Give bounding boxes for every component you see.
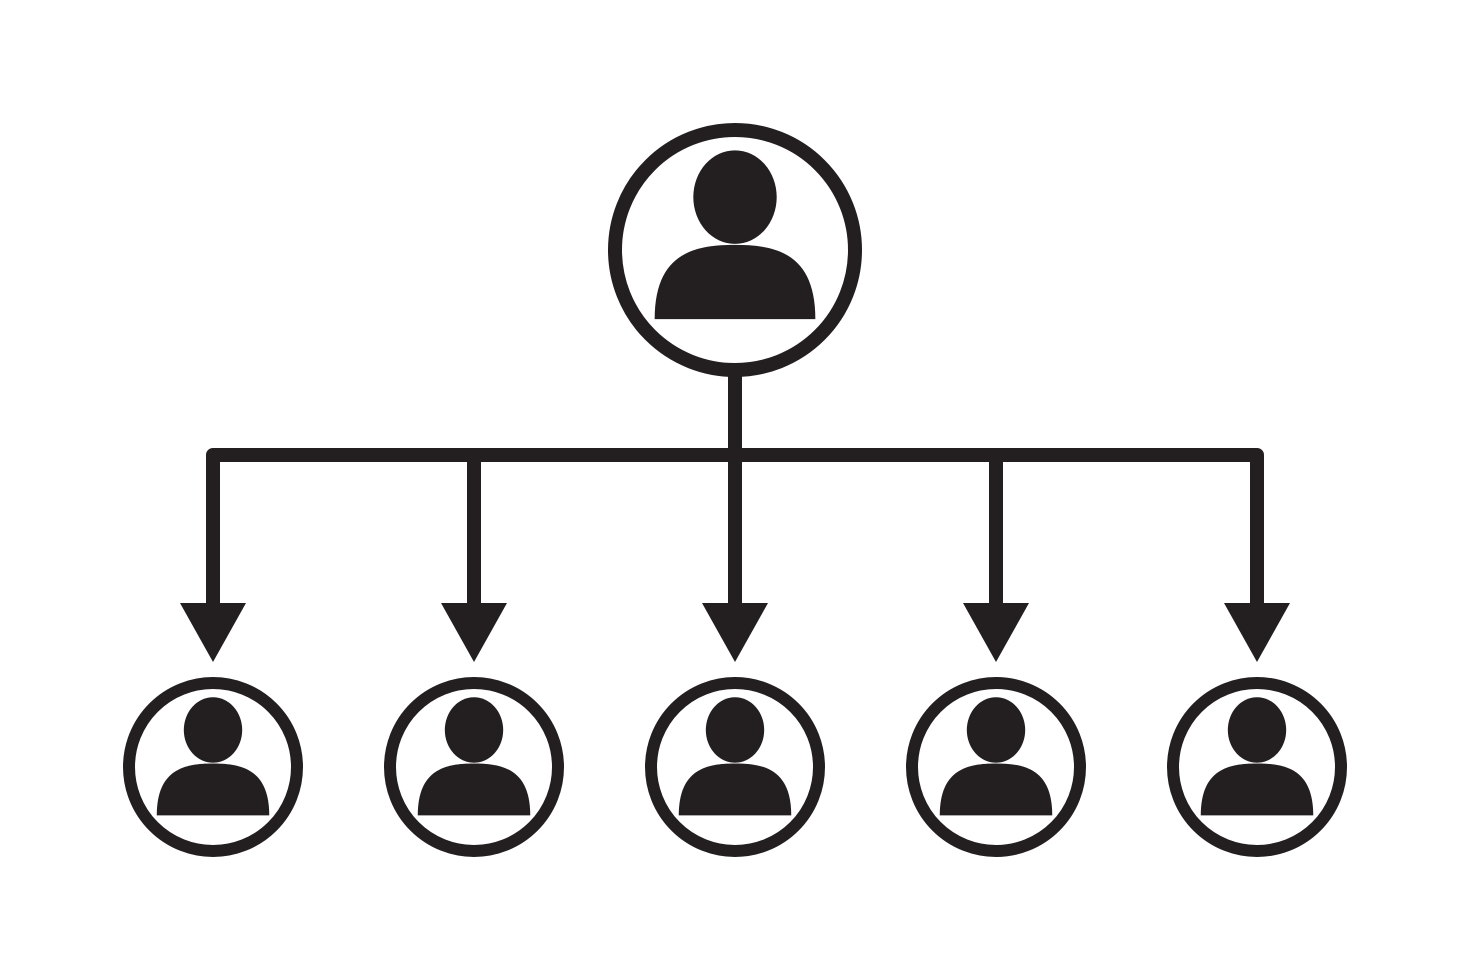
person-body xyxy=(417,763,531,816)
node-ring xyxy=(906,677,1086,857)
person-icon xyxy=(654,150,816,320)
node-ring xyxy=(608,123,862,377)
child-person-node xyxy=(123,677,303,857)
person-icon xyxy=(156,697,270,816)
person-body xyxy=(156,763,270,816)
child-person-node xyxy=(906,677,1086,857)
person-head xyxy=(1227,697,1287,763)
person-icon xyxy=(417,697,531,816)
arrowheads xyxy=(180,603,1290,662)
person-body xyxy=(654,244,816,320)
person-head xyxy=(444,697,504,763)
arrowhead xyxy=(702,603,768,662)
person-icon xyxy=(939,697,1053,816)
arrowhead xyxy=(1224,603,1290,662)
person-body xyxy=(1200,763,1314,816)
root-node xyxy=(608,123,862,377)
arrowhead xyxy=(180,603,246,662)
person-head xyxy=(966,697,1026,763)
node-ring xyxy=(384,677,564,857)
root-person-node xyxy=(608,123,862,377)
arrowhead xyxy=(963,603,1029,662)
person-body xyxy=(678,763,792,816)
child-nodes xyxy=(123,677,1347,857)
arrowhead xyxy=(441,603,507,662)
child-person-node xyxy=(1167,677,1347,857)
child-person-node xyxy=(384,677,564,857)
person-head xyxy=(183,697,243,763)
person-head xyxy=(705,697,765,763)
node-ring xyxy=(123,677,303,857)
node-ring xyxy=(1167,677,1347,857)
child-person-node xyxy=(645,677,825,857)
connector-lines xyxy=(206,370,1264,605)
person-icon xyxy=(678,697,792,816)
person-body xyxy=(939,763,1053,816)
node-ring xyxy=(645,677,825,857)
person-head xyxy=(693,150,777,244)
person-icon xyxy=(1200,697,1314,816)
